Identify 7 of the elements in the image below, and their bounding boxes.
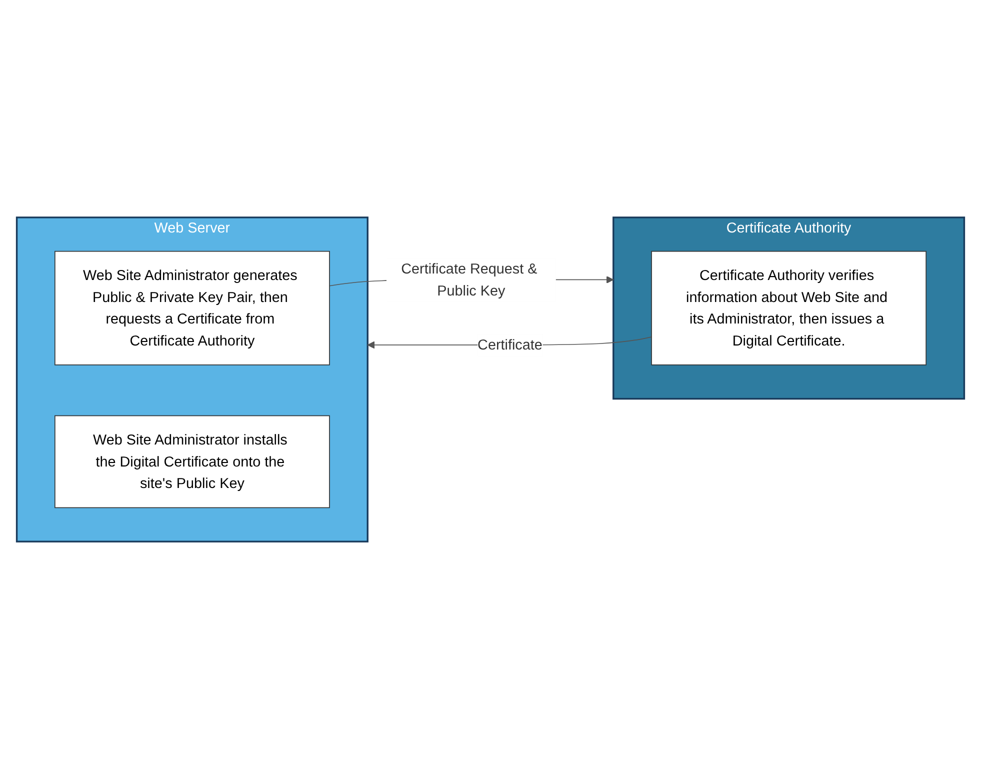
edge-label: Certificate Request & Public Key [401,260,538,298]
edge-label: Certificate [478,336,542,353]
cluster [16,216,368,542]
cluster [612,216,966,400]
node-box [651,250,926,366]
node-box [54,250,330,366]
node-box [54,415,330,508]
